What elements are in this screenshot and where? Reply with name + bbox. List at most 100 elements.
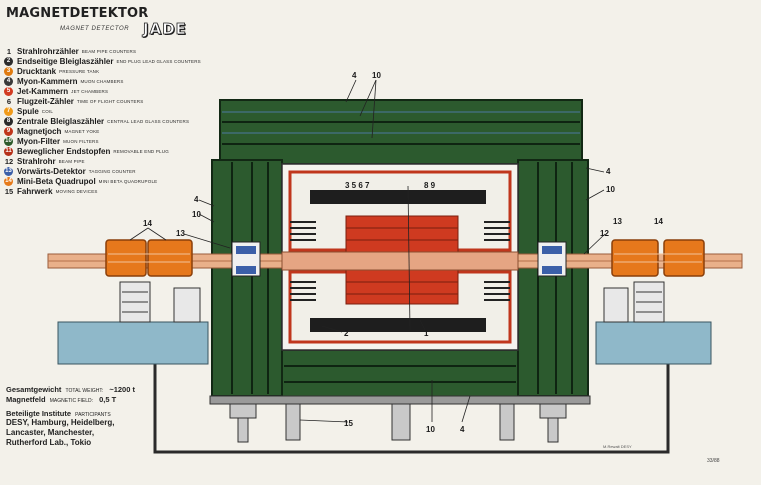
legend-number: 15 <box>4 186 14 196</box>
jade-logo: JADE <box>143 20 187 39</box>
field-en: MAGNETIC FIELD: <box>49 398 94 404</box>
legend-label-de: Drucktank <box>17 66 57 76</box>
callout-10-bottom: 10 <box>426 425 435 434</box>
institute-line: Rutherford Lab., Tokio <box>6 438 92 447</box>
bottom-yoke <box>281 349 519 403</box>
legend-label-en: MAGNET YOKE <box>64 128 100 134</box>
callout-14-left: 14 <box>143 219 152 228</box>
callout-4-bottom: 4 <box>460 425 465 434</box>
callout-1: 1 <box>424 329 429 338</box>
institutes-en: PARTICIPANTS <box>75 412 111 418</box>
legend-number: 3 <box>4 66 13 76</box>
legend-label-en: MOVING DEVICES <box>55 188 98 194</box>
diagram-subtitle: MAGNET DETECTOR <box>60 26 130 32</box>
legend-label-en: JET CHAMBERS <box>71 88 109 94</box>
field-label: Magnetfeld <box>6 395 46 404</box>
legend-number: 7 <box>4 106 13 116</box>
diagram-title: MAGNETDETEKTOR <box>6 6 149 21</box>
central-pipe-section <box>281 251 519 271</box>
callout-14-right: 14 <box>654 217 663 226</box>
legend-label-de: Zentrale Bleiglaszähler <box>17 116 105 126</box>
legend-label-en: CENTRAL LEAD GLASS COUNTERS <box>107 118 190 124</box>
pit-outline <box>153 342 670 454</box>
legend-number: 5 <box>4 86 13 96</box>
legend-label-de: Spule <box>17 106 39 116</box>
callout-12-right: 12 <box>600 229 609 238</box>
callout-2: 2 <box>344 329 349 338</box>
legend-label-de: Fahrwerk <box>17 186 53 196</box>
right-stands <box>603 281 665 323</box>
legend-label-de: Myon-Filter <box>17 136 61 146</box>
callout-15: 15 <box>344 419 353 428</box>
legend-label-en: TIME OF FLIGHT COUNTERS <box>76 98 144 104</box>
legend-number: 2 <box>4 56 13 66</box>
legend-label-en: END PLUG LEAD GLASS COUNTERS <box>116 58 201 64</box>
right-platform <box>595 321 712 365</box>
left-stands <box>119 281 201 323</box>
legend-label-en: MUON FILTERS <box>63 138 99 144</box>
callout-3567: 3 5 6 7 <box>345 181 370 190</box>
legend-label-de: Myon-Kammern <box>17 76 78 86</box>
legend-label-en: BEAM PIPE <box>58 158 85 164</box>
legend-label-de: Flugzeit-Zähler <box>17 96 74 106</box>
legend-number: 6 <box>6 96 12 106</box>
legend-label-en: TAGGING COUNTER <box>88 168 136 174</box>
base-plate <box>209 395 591 405</box>
legend-label-de: Vorwärts-Detektor <box>17 166 86 176</box>
legend-label-en: COIL <box>41 108 54 114</box>
right-yoke <box>517 159 589 397</box>
legend-number: 8 <box>4 116 13 126</box>
legend-label-en: MINI BETA QUADRUPOLE <box>98 178 158 184</box>
legend-label-de: Endseitige Bleiglaszähler <box>17 56 114 66</box>
quadrupoles <box>105 239 705 277</box>
total-weight-row: Gesamtgewicht TOTAL WEIGHT: ~1200 t <box>6 385 196 395</box>
institutes-label: Beteiligte Institute <box>6 409 72 418</box>
institute-line: DESY, Hamburg, Heidelberg, <box>6 418 115 427</box>
callout-13-right: 13 <box>613 217 622 226</box>
callout-4-top: 4 <box>352 71 357 80</box>
callout-10-left: 10 <box>192 210 201 219</box>
legend-label-en: BEAM PIPE COUNTERS <box>81 48 137 54</box>
legend-number: 1 <box>6 46 12 56</box>
lower-jet-chambers <box>345 269 459 305</box>
legend-label-de: Beweglicher Endstopfen <box>17 146 111 156</box>
legend-label-de: Magnetjoch <box>17 126 62 136</box>
corner-code: 33/88 <box>707 458 720 464</box>
legend-number: 13 <box>4 166 13 176</box>
legend-label-de: Mini-Beta Quadrupol <box>17 176 96 186</box>
legend-label-en: REMOVABLE END PLUG <box>113 148 169 154</box>
callout-4-right: 4 <box>606 167 611 176</box>
legend-number: 12 <box>4 156 14 166</box>
legend-label-de: Strahlrohr <box>17 156 56 166</box>
credit-text: M.Rewalt DESY <box>603 444 632 449</box>
legend-label-en: MUON CHAMBERS <box>80 78 124 84</box>
legend-label-de: Jet-Kammern <box>17 86 69 96</box>
legend-number: 11 <box>4 146 13 156</box>
callout-89: 8 9 <box>424 181 436 190</box>
weight-value: ~1200 t <box>109 385 135 394</box>
upper-jet-chambers <box>345 215 459 253</box>
callout-10-top: 10 <box>372 71 381 80</box>
weight-en: TOTAL WEIGHT: <box>65 388 104 394</box>
institute-line: Lancaster, Manchester, <box>6 428 95 437</box>
callout-13-left: 13 <box>176 229 185 238</box>
left-platform <box>57 321 209 365</box>
field-value: 0,5 T <box>99 395 117 404</box>
legend-label-en: PRESSURE TANK <box>59 68 100 74</box>
institutes-heading: Beteiligte Institute PARTICIPANTS <box>6 409 196 418</box>
weight-label: Gesamtgewicht <box>6 385 62 394</box>
